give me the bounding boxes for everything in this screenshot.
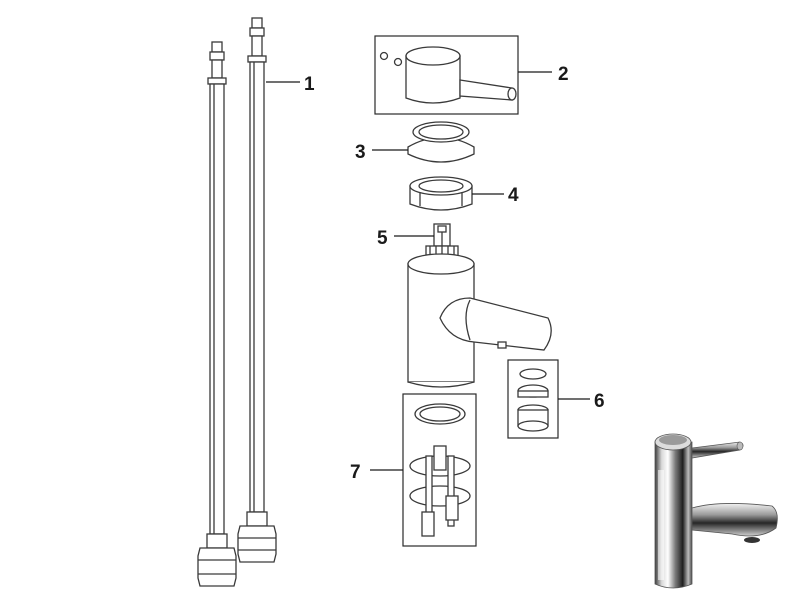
product-photo-basin-mixer: [654, 433, 778, 589]
fixing-kit: [409, 403, 471, 537]
aerator: [517, 368, 549, 432]
handle-box: [374, 35, 519, 115]
callout-3: 3: [355, 142, 366, 163]
cartridge: [425, 223, 459, 257]
callout-1: 1: [304, 74, 315, 95]
callout-6: 6: [594, 391, 605, 412]
callout-2: 2: [558, 64, 569, 85]
flexible-hose-left: [197, 41, 237, 587]
handle: [379, 46, 517, 104]
tap-body: [407, 253, 552, 388]
callout-5: 5: [377, 228, 388, 249]
retaining-nut: [409, 176, 473, 211]
shroud: [407, 121, 475, 163]
callout-4: 4: [508, 185, 519, 206]
flexible-hose-right: [237, 17, 277, 563]
callout-7: 7: [350, 462, 361, 483]
